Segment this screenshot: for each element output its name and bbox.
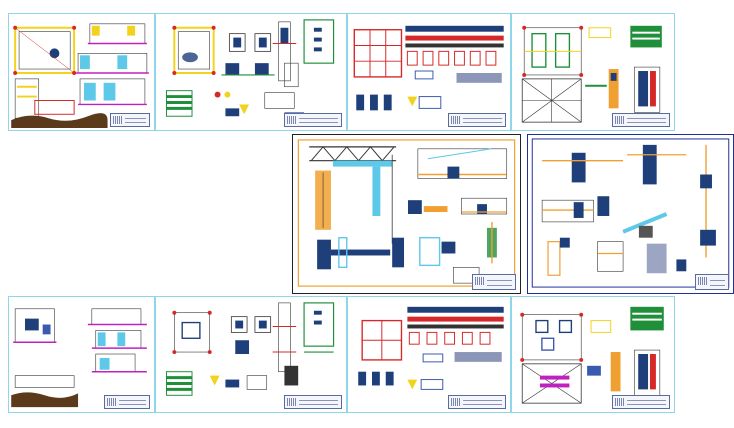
logo-icon	[475, 277, 485, 285]
title-block	[284, 113, 342, 127]
sheet-drawing	[521, 25, 662, 123]
sheet-roof-plan-top[interactable]	[511, 13, 675, 131]
sheet-drawing	[165, 302, 335, 396]
title-block	[110, 113, 150, 127]
sheet-drawing	[165, 19, 335, 121]
logo-icon	[451, 116, 461, 124]
sheet-drawing	[297, 139, 516, 287]
sheet-drawing	[358, 306, 504, 390]
title-block	[695, 274, 729, 290]
sheet-connection-details[interactable]	[527, 134, 734, 294]
logo-icon	[615, 116, 625, 124]
logo-icon	[615, 398, 625, 406]
sheet-elevations-top[interactable]	[8, 13, 155, 131]
title-block	[448, 113, 506, 127]
logo-icon	[698, 277, 708, 285]
sheet-foundation-plan-bottom[interactable]	[155, 296, 347, 413]
sheet-drawing	[11, 308, 147, 408]
sheet-drawing	[353, 25, 504, 111]
title-block	[284, 395, 342, 409]
sheet-foundation-plan-top[interactable]	[155, 13, 347, 131]
logo-icon	[287, 398, 297, 406]
logo-icon	[451, 398, 461, 406]
logo-icon	[107, 398, 117, 406]
title-block	[612, 113, 670, 127]
title-block	[472, 274, 516, 290]
title-block	[448, 395, 506, 409]
sheet-drawing	[531, 138, 730, 288]
title-block	[104, 395, 150, 409]
sheet-reinforcement-top[interactable]	[347, 13, 511, 131]
sheet-roof-plan-bottom[interactable]	[511, 296, 675, 413]
sheet-drawing	[11, 23, 149, 129]
title-block	[612, 395, 670, 409]
sheet-drawing	[520, 306, 664, 404]
sheet-elevations-bottom[interactable]	[8, 296, 155, 413]
sheet-truss-details[interactable]	[292, 134, 521, 294]
logo-icon	[287, 116, 297, 124]
sheet-reinforcement-bottom[interactable]	[347, 296, 511, 413]
logo-icon	[113, 116, 123, 124]
